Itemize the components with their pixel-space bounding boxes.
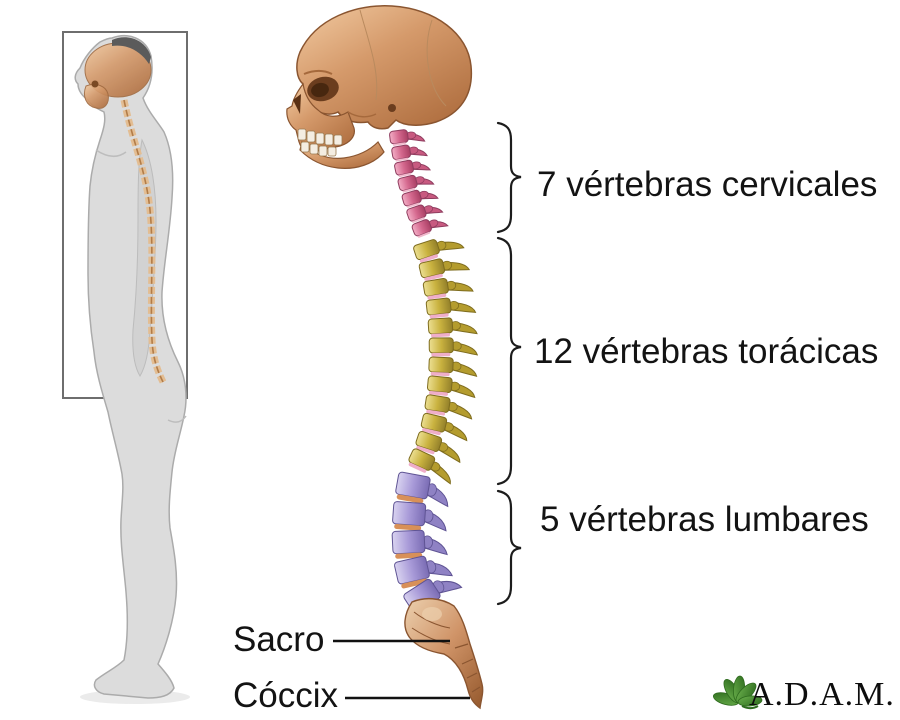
nasal-aperture: [293, 94, 301, 114]
suture-line: [359, 9, 378, 101]
label-sacrum: Sacro: [233, 620, 325, 659]
cranium: [296, 5, 473, 130]
vertebra: [426, 375, 476, 399]
thumbnail-spine-outline: [123, 99, 165, 385]
label-cervical-vertebrae: 7 vértebras cervicales: [537, 165, 878, 204]
vertebra: [420, 412, 468, 442]
lumbar-bracket: [496, 489, 522, 606]
vertebra: [394, 159, 431, 178]
vertebra: [408, 448, 451, 485]
thumbnail-eye-socket: [91, 80, 99, 88]
label-thoracic-vertebrae: 12 vértebras torácicas: [534, 332, 879, 371]
vertebra: [428, 337, 479, 357]
cervical-vertebrae-illustration: [389, 129, 449, 238]
chest-contour: [95, 149, 127, 157]
mandible: [299, 140, 385, 169]
brow-ridge: [303, 70, 333, 75]
vertebra: [413, 239, 465, 263]
vertebra: [428, 356, 478, 377]
cervical-bracket: [496, 121, 522, 234]
lumbar-vertebrae-illustration: [391, 471, 463, 617]
sacral-ridge: [411, 627, 451, 645]
sacrum-shape: [404, 597, 484, 710]
ear-canal: [388, 104, 396, 112]
sacrum-coccyx-illustration: [404, 597, 484, 710]
leaf-icon: [712, 675, 763, 710]
vertebra: [411, 219, 449, 238]
thoracic-vertebrae-illustration: [408, 239, 479, 485]
thumbnail-hair: [112, 37, 151, 64]
vertebra: [391, 144, 428, 162]
suture-line: [426, 19, 447, 107]
label-lumbar-vertebrae: 5 vértebras lumbares: [540, 500, 869, 539]
body-silhouette: [74, 35, 187, 699]
vertebra: [406, 204, 444, 223]
vertebra: [394, 555, 453, 589]
teeth: [297, 128, 343, 157]
skull-illustration: [286, 5, 473, 169]
leaf-stem: [741, 705, 759, 710]
coccyx-segments: [454, 643, 481, 693]
vertebra: [392, 501, 447, 532]
vertebra: [422, 277, 474, 300]
sacrum-highlight: [422, 607, 442, 621]
sacral-ridge: [413, 611, 451, 629]
vertebra: [415, 430, 461, 464]
body-profile-thumbnail: [62, 31, 190, 704]
adam-logo-text: A.D.A.M.: [749, 676, 895, 713]
vertebra: [418, 258, 471, 281]
label-coccyx: Cóccix: [233, 676, 339, 715]
thumbnail-jaw: [83, 83, 109, 109]
vertebra: [424, 394, 473, 420]
zygomatic-contour: [347, 111, 377, 118]
gluteal-contour: [167, 415, 187, 423]
vertebra: [391, 529, 448, 559]
vertebra: [389, 129, 426, 146]
eye-socket-inner: [311, 82, 329, 98]
vertebra: [401, 189, 439, 208]
vertebra: [397, 174, 435, 193]
thoracic-bracket: [496, 236, 522, 486]
vertebra: [395, 471, 449, 508]
vertebra: [425, 297, 477, 319]
vertebra: [427, 317, 478, 338]
